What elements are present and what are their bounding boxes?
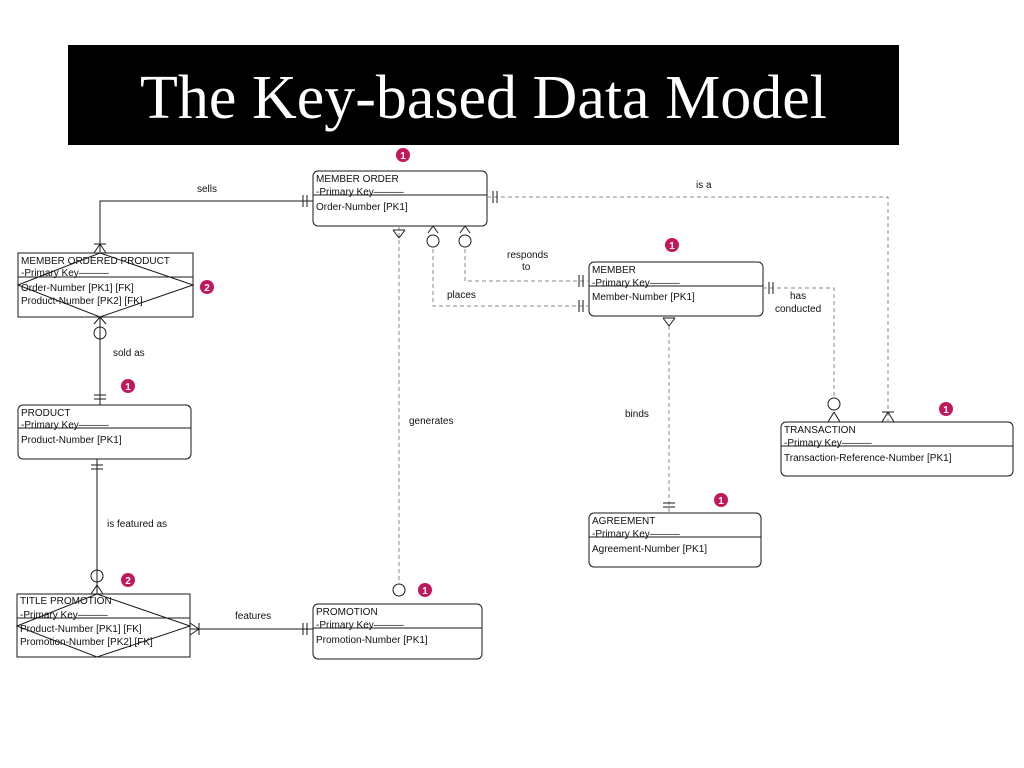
relationship-label-sells: sells <box>197 184 217 195</box>
relationship-label-places: places <box>447 290 476 301</box>
svg-text:1: 1 <box>422 586 428 597</box>
entity-member[interactable] <box>588 261 764 317</box>
svg-text:1: 1 <box>943 405 949 416</box>
relationship-label-has: has <box>790 291 806 302</box>
title-banner: The Key-based Data Model <box>68 45 899 145</box>
badge-title-promotion: 2 <box>121 573 135 587</box>
relationship-has-conducted-line <box>763 287 835 398</box>
relationship-sold-as-line <box>93 316 107 405</box>
entity-member-ordered-product-attr: Product-Number [PK2] [FK] <box>21 296 143 307</box>
relationship-label-to: to <box>522 262 531 273</box>
relationship-label-features: features <box>235 611 271 622</box>
entity-member-order[interactable] <box>312 170 488 227</box>
relationship-label-is-featured-as: is featured as <box>107 519 167 530</box>
badge-member: 1 <box>665 238 679 252</box>
svg-text:1: 1 <box>718 496 724 507</box>
relationship-label-sold-as: sold as <box>113 348 145 359</box>
entity-member-ordered-product-key: -Primary Key——— <box>21 268 109 279</box>
svg-text:1: 1 <box>125 382 131 393</box>
badge-product: 1 <box>121 379 135 393</box>
entity-agreement-key: -Primary Key——— <box>592 529 680 540</box>
entity-product[interactable] <box>17 404 192 460</box>
entity-title-promotion-attr: Promotion-Number [PK2] [FK] <box>20 637 153 648</box>
page-title: The Key-based Data Model <box>140 64 827 132</box>
relationship-is-featured-as-line <box>90 459 104 595</box>
svg-text:2: 2 <box>125 576 131 587</box>
entity-member-name: MEMBER <box>592 265 636 276</box>
svg-text:1: 1 <box>669 241 675 252</box>
relationship-responds-to-line <box>464 249 589 282</box>
entity-transaction-attr: Transaction-Reference-Number [PK1] <box>784 453 952 464</box>
entity-agreement-attr: Agreement-Number [PK1] <box>592 544 707 555</box>
badge-transaction: 1 <box>939 402 953 416</box>
entity-member-ordered-product-name: MEMBER ORDERED PRODUCT <box>21 256 170 267</box>
entity-promotion-key: -Primary Key——— <box>316 620 404 631</box>
entity-title-promotion-attr: Product-Number [PK1] [FK] <box>20 624 142 635</box>
entity-transaction[interactable] <box>780 421 1014 477</box>
entity-member-attr: Member-Number [PK1] <box>592 292 695 303</box>
entity-title-promotion-key: -Primary Key——— <box>20 610 108 621</box>
entity-title-promotion[interactable] <box>15 593 192 658</box>
relationship-features-line <box>189 622 313 636</box>
entity-member-ordered-product-attr: Order-Number [PK1] [FK] <box>21 283 134 294</box>
relationship-is-a-line <box>487 196 889 422</box>
entity-promotion-attr: Promotion-Number [PK1] <box>316 635 428 646</box>
badge-member-ordered-product: 2 <box>200 280 214 294</box>
entity-agreement[interactable] <box>588 512 762 568</box>
relationship-label-is-a: is a <box>696 180 712 191</box>
entity-member-order-attr: Order-Number [PK1] <box>316 202 408 213</box>
badge-member-order: 1 <box>396 148 410 162</box>
relationship-places-line <box>432 249 589 307</box>
entity-product-key: -Primary Key——— <box>21 420 109 431</box>
relationship-label-responds: responds <box>507 250 548 261</box>
entity-product-attr: Product-Number [PK1] <box>21 435 122 446</box>
relationship-label-binds: binds <box>625 409 649 420</box>
entity-member-key: -Primary Key——— <box>592 278 680 289</box>
entity-title-promotion-name: TITLE PROMOTION <box>20 596 112 607</box>
relationship-label-conducted: conducted <box>775 304 821 315</box>
relationship-label-generates: generates <box>409 416 453 427</box>
entity-promotion[interactable] <box>312 603 483 660</box>
entity-agreement-name: AGREEMENT <box>592 516 655 527</box>
badge-agreement: 1 <box>714 493 728 507</box>
entity-product-name: PRODUCT <box>21 408 70 419</box>
badge-promotion: 1 <box>418 583 432 597</box>
entity-member-order-name: MEMBER ORDER <box>316 174 399 185</box>
relationship-sells-line <box>93 195 313 254</box>
entity-promotion-name: PROMOTION <box>316 607 378 618</box>
svg-text:1: 1 <box>400 151 406 162</box>
entity-member-order-key: -Primary Key——— <box>316 187 404 198</box>
entity-transaction-key: -Primary Key——— <box>784 438 872 449</box>
entity-transaction-name: TRANSACTION <box>784 425 856 436</box>
svg-text:2: 2 <box>204 283 210 294</box>
